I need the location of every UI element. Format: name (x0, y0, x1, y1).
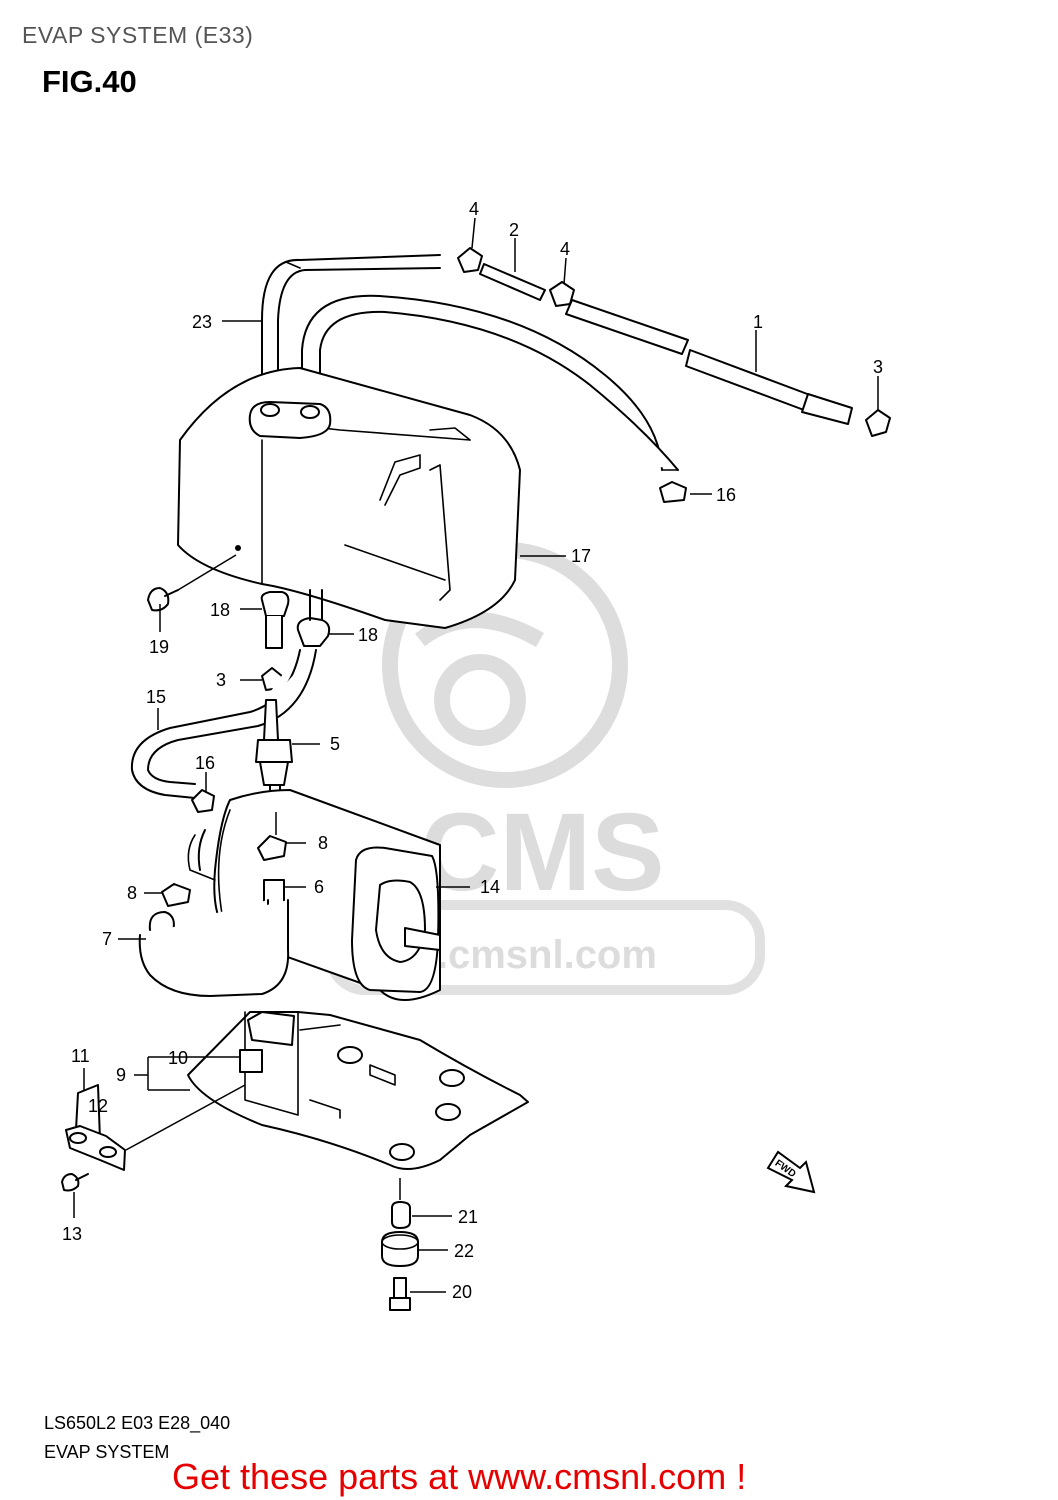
callout-16-bottom: 16 (195, 753, 215, 773)
callout-9: 9 (116, 1065, 126, 1085)
callout-13: 13 (62, 1224, 82, 1244)
callout-7: 7 (102, 929, 112, 949)
hose-15 (130, 649, 317, 799)
callout-4-right: 4 (560, 239, 570, 259)
callout-22: 22 (454, 1241, 474, 1261)
callout-21: 21 (458, 1207, 478, 1227)
callout-3-mid: 3 (216, 670, 226, 690)
clamp-8-left (161, 883, 191, 907)
screw-19 (147, 587, 179, 612)
cms-watermark: CMS www.cmsnl.com (325, 542, 765, 995)
clamp-11 (65, 1084, 126, 1171)
bolt-20 (389, 1277, 411, 1311)
callout-18-right: 18 (358, 625, 378, 645)
cushion-22 (381, 1231, 419, 1267)
grommet-18-left (260, 591, 290, 649)
callout-11: 11 (71, 1046, 90, 1066)
leader-lines (73, 217, 879, 1293)
watermark-brand: CMS (420, 791, 664, 914)
callout-1: 1 (753, 312, 763, 332)
callout-14: 14 (480, 877, 500, 897)
callout-12: 12 (88, 1096, 108, 1116)
callout-18-left: 18 (210, 600, 230, 620)
collar-21 (391, 1201, 411, 1229)
hose-to-16 (301, 294, 679, 471)
bracket-9 (187, 1011, 529, 1170)
promo-link[interactable]: Get these parts at www.cmsnl.com ! (172, 1456, 747, 1497)
clamp-3-top (865, 409, 891, 437)
callout-6: 6 (314, 877, 324, 897)
callout-10: 10 (168, 1048, 188, 1068)
figure-number: FIG.40 (42, 64, 137, 99)
callout-23: 23 (192, 312, 212, 332)
page-title: EVAP SYSTEM (E33) (22, 22, 254, 48)
clamp-4-left (457, 247, 483, 273)
diagram-name: EVAP SYSTEM (44, 1442, 170, 1462)
callout-16-top: 16 (716, 485, 736, 505)
callout-8-left: 8 (127, 883, 137, 903)
clamp-4-right (549, 281, 575, 307)
clamp-8-top (257, 835, 287, 861)
pipe-1 (565, 299, 853, 425)
callout-2: 2 (509, 220, 519, 240)
fwd-arrow-icon: FWD (766, 1150, 816, 1194)
callout-15: 15 (146, 687, 166, 707)
callout-20: 20 (452, 1282, 472, 1302)
callout-8-top: 8 (318, 833, 328, 853)
callout-3-top: 3 (873, 357, 883, 377)
callout-numbers: 1 2 3 3 4 4 5 6 7 8 8 9 10 11 12 13 14 1… (62, 199, 883, 1302)
callout-4-left: 4 (469, 199, 479, 219)
callout-19: 19 (149, 637, 169, 657)
diagram-code: LS650L2 E03 E28_040 (44, 1413, 231, 1433)
callout-5: 5 (330, 734, 340, 754)
clamp-16-top (659, 481, 687, 503)
grommet-18-right (296, 589, 331, 647)
screw-13 (61, 1173, 89, 1192)
clamp-16-bottom (191, 789, 215, 813)
pipe-2 (479, 263, 546, 301)
callout-17: 17 (571, 546, 591, 566)
hose-7 (138, 899, 290, 997)
evap-tank-17 (177, 367, 521, 629)
